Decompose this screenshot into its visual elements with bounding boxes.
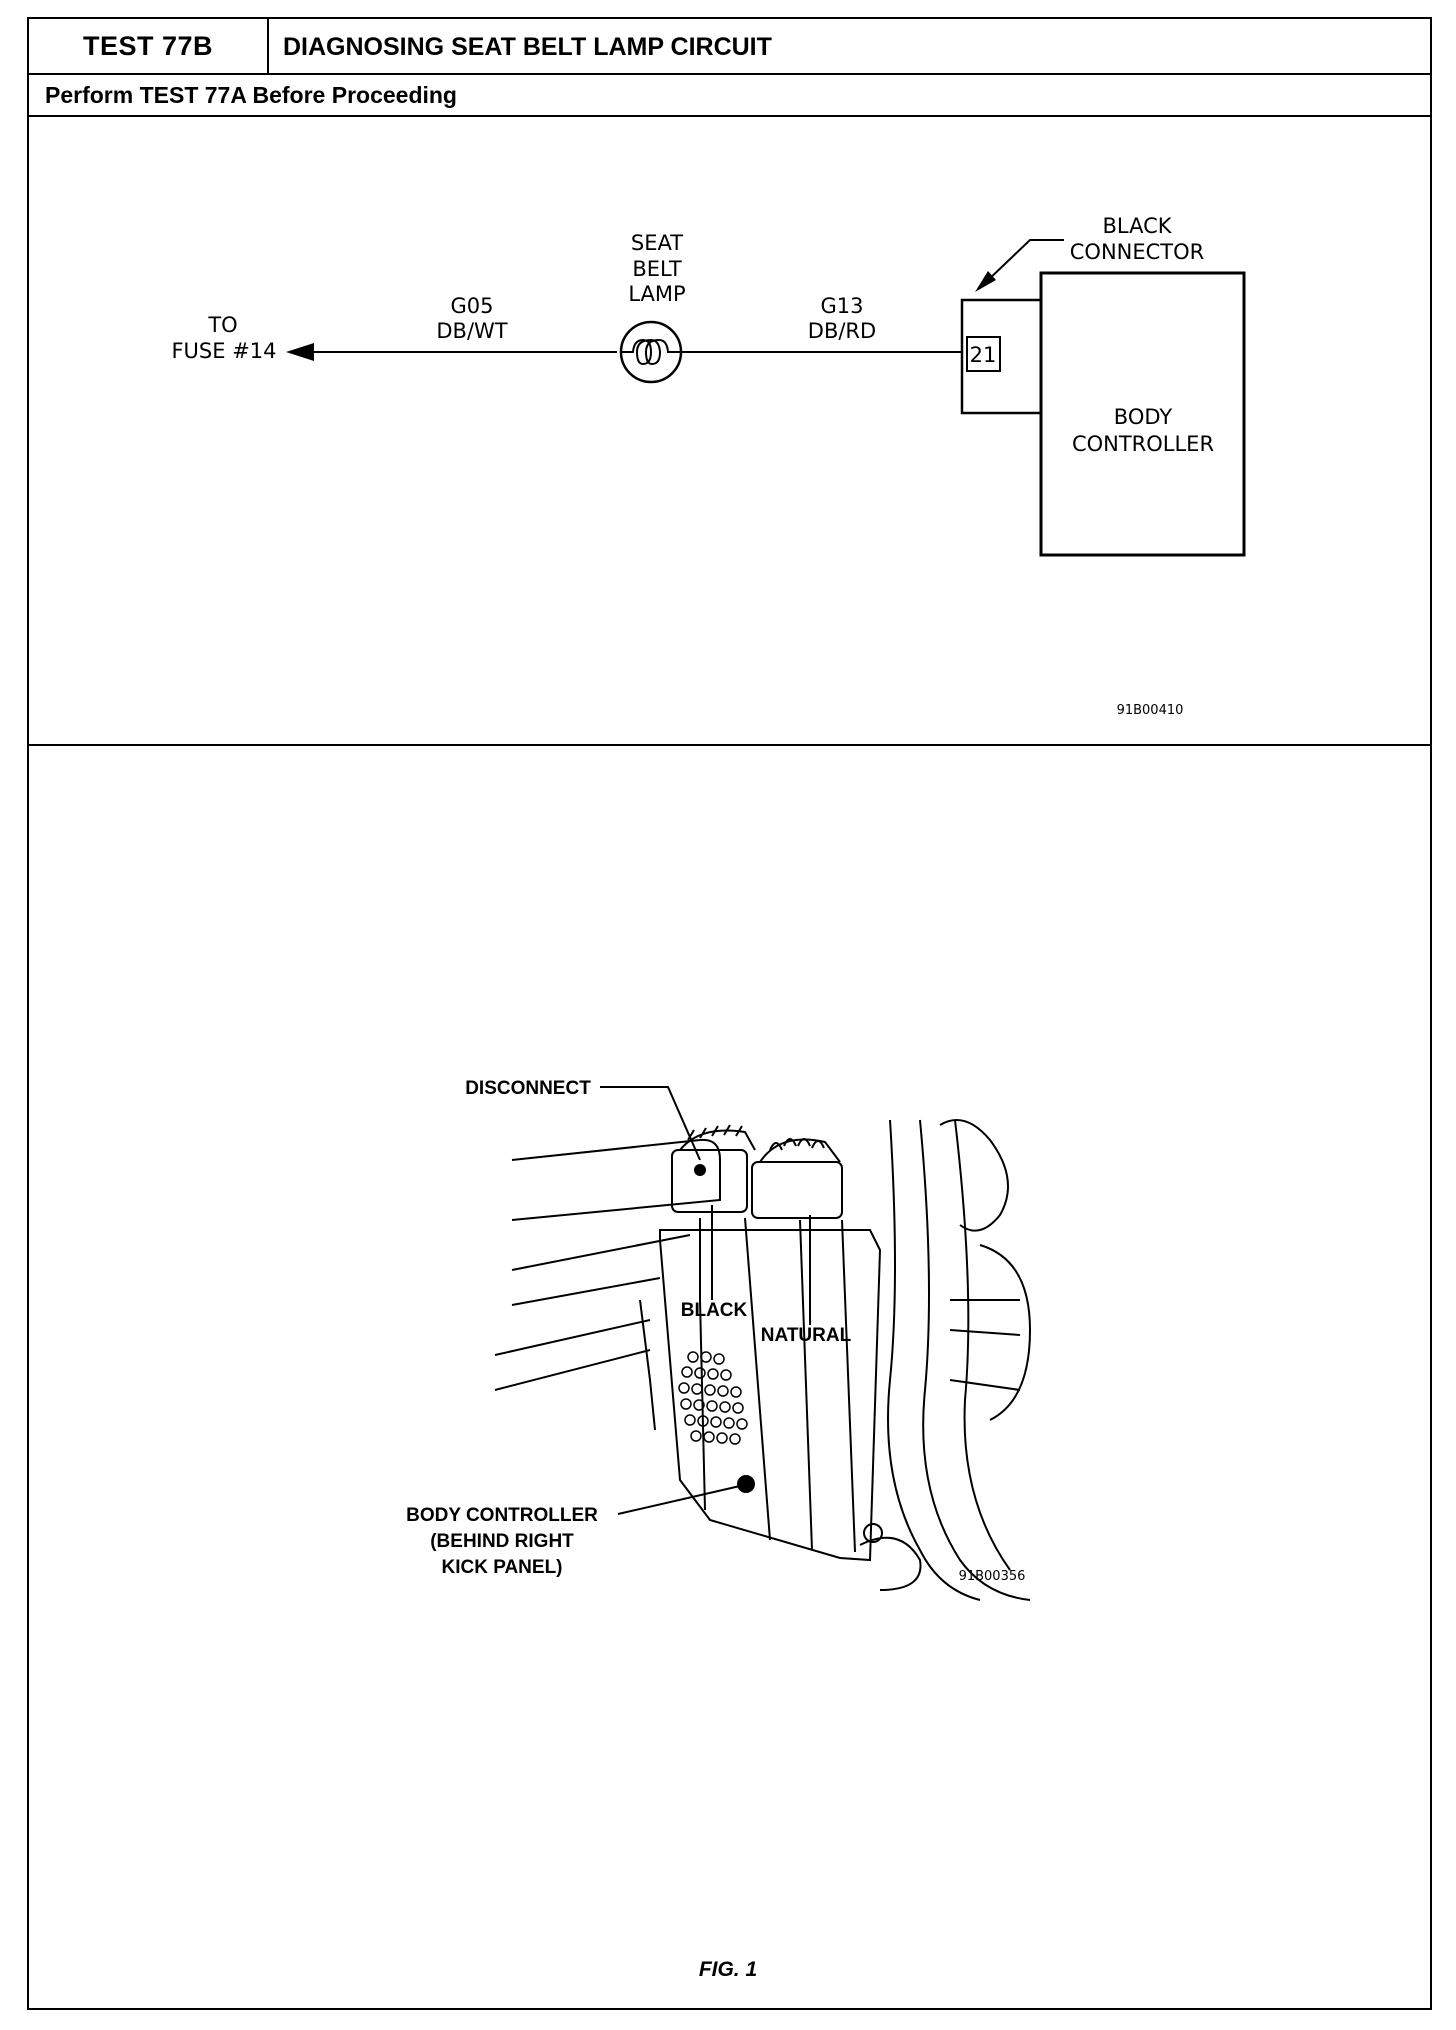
wiring-schematic: 21 TO FUSE #14 G05 DB/WT SEAT BELT LAMP … [171, 214, 1246, 718]
page-title: DIAGNOSING SEAT BELT LAMP CIRCUIT [283, 33, 772, 61]
connector-label-2: CONNECTOR [1070, 240, 1205, 264]
lamp-filament [621, 338, 681, 366]
pin-number: 21 [970, 343, 997, 367]
mounting-screw [737, 1475, 755, 1493]
fuse-arrow-icon [286, 343, 314, 361]
wire1-color: DB/WT [436, 319, 507, 343]
section-divider [29, 744, 1430, 746]
lamp-label-1: SEAT [631, 231, 683, 255]
controller-label-2: CONTROLLER [1072, 432, 1214, 456]
figure-caption: FIG. 1 [698, 1958, 758, 1981]
to-label: TO [207, 313, 237, 337]
wire2-code: G13 [821, 294, 864, 318]
header-row: TEST 77B DIAGNOSING SEAT BELT LAMP CIRCU… [29, 19, 1430, 75]
connector-leader [984, 239, 1064, 284]
body-controller-box [1039, 271, 1246, 557]
wire2-color: DB/RD [808, 319, 876, 343]
disconnect-point [694, 1164, 706, 1176]
wire1-code: G05 [451, 294, 494, 318]
body-controller-label-1: BODY CONTROLLER [406, 1505, 598, 1526]
body-controller-label-3: KICK PANEL) [441, 1557, 562, 1578]
lamp-label-3: LAMP [628, 282, 685, 306]
body-controller-illustration: DISCONNECT BLACK NATURAL BODY CONTROLLER… [406, 1078, 1032, 1601]
illustration-figure-id: 91B00356 [959, 1569, 1026, 1584]
connector-arrow-icon [975, 271, 996, 292]
fuse-label: FUSE #14 [171, 339, 276, 363]
pin-box [966, 336, 1001, 372]
test-number: TEST 77B [29, 19, 269, 73]
body-controller-label-2: (BEHIND RIGHT [430, 1531, 574, 1552]
bolt [863, 1523, 883, 1543]
connector-label-1: BLACK [1102, 214, 1172, 238]
prerequisite-row: Perform TEST 77A Before Proceeding [29, 75, 1430, 117]
prerequisite-note: Perform TEST 77A Before Proceeding [45, 82, 457, 108]
natural-connector-label: NATURAL [761, 1325, 852, 1346]
disconnect-leader [600, 1086, 701, 1161]
speaker-grille [678, 1351, 748, 1445]
disconnect-label: DISCONNECT [465, 1078, 591, 1099]
page-frame: TEST 77B DIAGNOSING SEAT BELT LAMP CIRCU… [27, 17, 1432, 2010]
black-connector-label: BLACK [681, 1300, 748, 1321]
lamp-label-2: BELT [632, 257, 681, 281]
schematic-figure-id: 91B00410 [1117, 703, 1184, 718]
body-controller-leader [617, 1485, 741, 1515]
controller-label-1: BODY [1114, 405, 1173, 429]
